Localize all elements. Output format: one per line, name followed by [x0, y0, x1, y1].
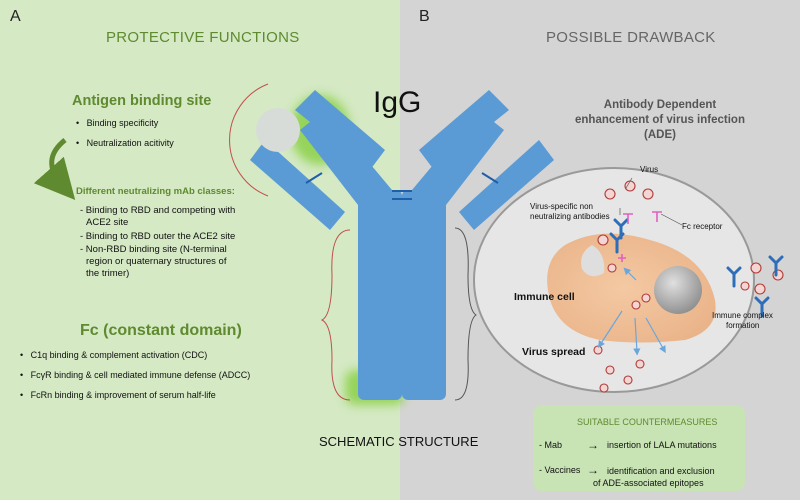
nonneutralizing-antibodies-label: Virus-specific non neutralizing antibodi… — [530, 202, 610, 221]
igg-antibody — [250, 90, 554, 400]
possible-drawback-heading: POSSIBLE DRAWBACK — [546, 29, 716, 46]
fc-bracket-right — [454, 227, 477, 401]
mab-class-1: - Binding to RBD and competing with ACE2… — [80, 205, 236, 228]
antigen-site-arc — [229, 83, 269, 197]
mab-class-3: - Non-RBD binding site (N-terminal regio… — [80, 244, 227, 279]
schematic-structure-caption: SCHEMATIC STRUCTURE — [319, 434, 479, 449]
arrow-icon: → — [587, 438, 599, 452]
antigen-bullet-2: • Neutralization acitivity — [76, 138, 174, 148]
countermeasure-mab-text: insertion of LALA mutations — [607, 440, 717, 450]
spread-arrows — [598, 267, 666, 356]
fc-receptor-label: Fc receptor — [682, 222, 723, 231]
fc-bracket — [320, 229, 351, 401]
arrow-icon: → — [587, 463, 599, 477]
fc-bullet-2: • FcγR binding & cell mediated immune de… — [20, 370, 251, 380]
panel-a-label: A — [10, 8, 21, 25]
fc-bullet-1: • C1q binding & complement activation (C… — [20, 350, 208, 360]
antigen-bullet-1: • Binding specificity — [76, 118, 159, 128]
immune-complex-label: Immune complex formation — [712, 311, 773, 330]
countermeasure-vaccines-text: identification and exclusion of ADE-asso… — [593, 466, 715, 488]
fc-bullet-3: • FcRn binding & improvement of serum ha… — [20, 390, 216, 400]
virus-spread-label: Virus spread — [522, 346, 586, 358]
igg-label: IgG — [373, 86, 422, 119]
protective-functions-heading: PROTECTIVE FUNCTIONS — [106, 29, 300, 46]
countermeasures-box: SUITABLE COUNTERMEASURES - Mab → inserti… — [533, 405, 745, 491]
panel-b-label: B — [419, 8, 430, 25]
immune-cell-label: Immune cell — [514, 291, 575, 303]
countermeasures-title: SUITABLE COUNTERMEASURES — [577, 417, 718, 427]
mab-class-2: - Binding to RBD outer the ACE2 site — [80, 231, 236, 242]
fc-receptor-icons — [618, 211, 662, 262]
mab-classes-title: Different neutralizing mAb classes: — [76, 186, 235, 197]
countermeasure-mab-label: - Mab — [539, 440, 563, 450]
antigen-binding-title: Antigen binding site — [72, 93, 212, 109]
virus-label: Virus — [640, 165, 659, 174]
cell-nucleus — [654, 266, 702, 314]
small-antibody-icons — [609, 218, 784, 318]
ade-title: Antibody Dependent enhancement of virus … — [575, 99, 745, 141]
countermeasure-vaccines-label: - Vaccines — [539, 465, 581, 475]
label-pointers — [619, 177, 683, 226]
fc-domain-title: Fc (constant domain) — [80, 322, 242, 339]
cell-endosome — [581, 245, 605, 277]
curved-arrow-icon — [33, 138, 76, 201]
